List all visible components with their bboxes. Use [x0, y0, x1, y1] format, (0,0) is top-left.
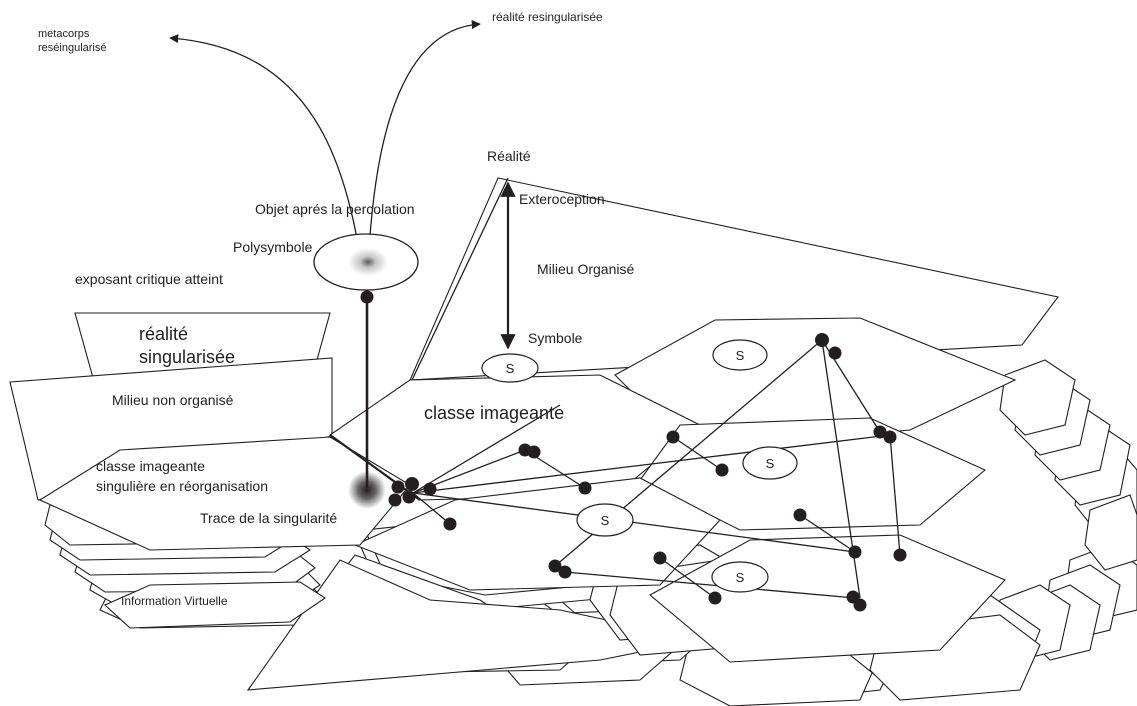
lower-center-hexagon — [353, 477, 721, 591]
symbol-circle — [481, 353, 539, 383]
trace-singularite-label: Trace de la singularité — [200, 510, 338, 526]
classe-singuliere-line1: classe imageante — [96, 458, 205, 474]
classe-singuliere-line2: singulière en réorganisation — [96, 478, 268, 494]
exteroception-label: Exteroception — [519, 191, 605, 207]
realite-resingularisee-label: réalité resingularisée — [492, 10, 603, 24]
information-virtuelle-label: Information Virtuelle — [121, 594, 228, 608]
realite-label: Réalité — [487, 148, 531, 164]
realite-singularisee-line1: réalité — [139, 324, 189, 344]
symbol-letter: S — [735, 347, 745, 363]
network-nodes — [360, 290, 907, 612]
information-virtuelle-plate — [104, 581, 326, 629]
objet-apres-percolation-label: Objet aprés la percolation — [255, 201, 415, 217]
symbol-circle — [576, 503, 634, 537]
polysymbole-glow — [348, 248, 388, 276]
milieu-organise-label: Milieu Organisé — [537, 261, 635, 277]
symbol-circle — [711, 561, 769, 593]
thick-diagonal — [329, 434, 421, 501]
exposant-critique-label: exposant critique atteint — [75, 271, 223, 287]
metacorps-label: metacorps reséingularisé — [38, 28, 107, 54]
reality-left-edge — [411, 177, 509, 381]
polysymbole-label: Polysymbole — [233, 239, 313, 255]
symbol-letter: S — [505, 360, 515, 376]
symbol-circle — [712, 339, 768, 371]
milieu-organise-panel — [409, 177, 1059, 381]
symbol-circle — [742, 446, 798, 480]
singularity-blur — [348, 471, 386, 509]
milieu-non-organise-label: Milieu non organisé — [112, 392, 234, 408]
symbole-label: Symbole — [528, 330, 583, 346]
symbol-letter: S — [765, 455, 775, 471]
symbol-letter: S — [735, 569, 745, 585]
realite-singularisee-line2: singularisée — [139, 347, 236, 367]
classe-imageante-label: classe imageante — [424, 403, 565, 423]
symbol-letter: S — [600, 512, 610, 528]
